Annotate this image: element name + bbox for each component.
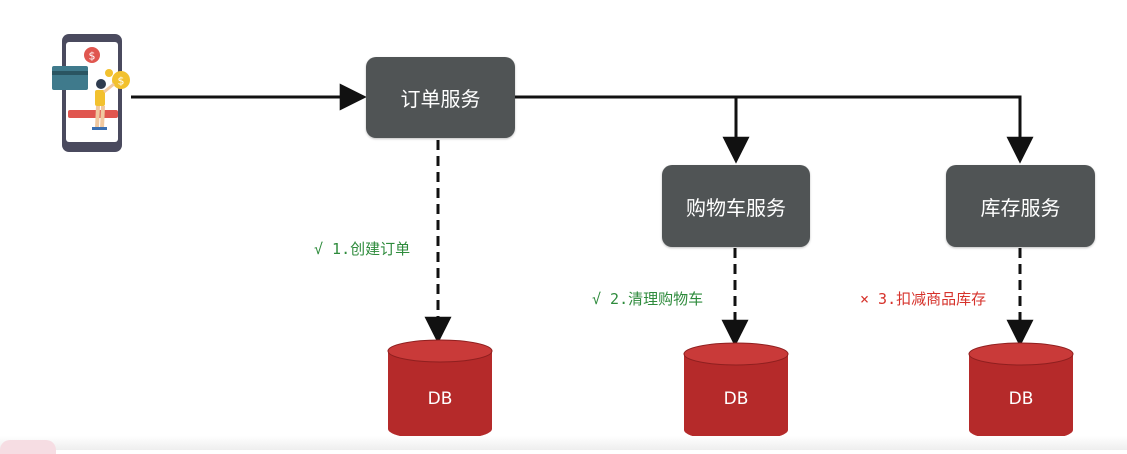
order-db-label: DB bbox=[427, 389, 453, 409]
order-to-inventory-arrow bbox=[515, 95, 1034, 164]
cart-service-label: 购物车服务 bbox=[686, 195, 786, 220]
svg-text:$: $ bbox=[89, 50, 96, 63]
bottom-edge bbox=[0, 436, 1127, 450]
inventory-service-label: 库存服务 bbox=[980, 195, 1061, 220]
cart-db-label: DB bbox=[723, 389, 749, 409]
svg-text:$: $ bbox=[118, 75, 125, 88]
step-create-order: √ 1.创建订单 bbox=[314, 240, 411, 258]
corner-decoration bbox=[0, 440, 56, 454]
step-deduct-inventory: × 3.扣减商品库存 bbox=[860, 290, 987, 308]
cart-database bbox=[683, 342, 789, 441]
inventory-service-box: 库存服务 bbox=[946, 165, 1095, 247]
cart-service-box: 购物车服务 bbox=[662, 165, 810, 247]
step-clear-cart: √ 2.清理购物车 bbox=[592, 290, 704, 308]
order-service-box: 订单服务 bbox=[366, 57, 515, 138]
order-service-label: 订单服务 bbox=[400, 87, 481, 111]
mobile-payment-icon: $ $ bbox=[52, 34, 130, 152]
inventory-database bbox=[968, 342, 1074, 441]
order-database bbox=[387, 339, 493, 440]
inventory-db-label: DB bbox=[1008, 389, 1034, 409]
dollar-coin-icon: $ bbox=[112, 71, 130, 89]
